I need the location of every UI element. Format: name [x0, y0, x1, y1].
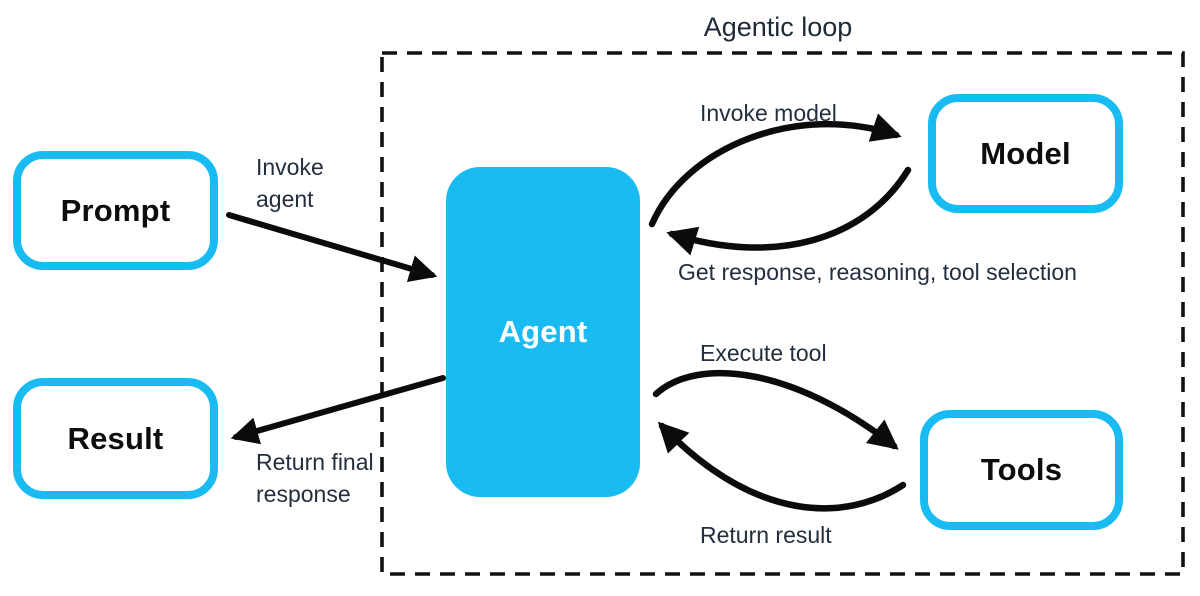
model-node: Model [928, 94, 1123, 213]
execute-tool-label: Execute tool [700, 340, 827, 366]
invoke-agent-label: Invoke agent [256, 154, 324, 213]
invoke-agent-arrow [226, 212, 438, 282]
get-response-arrow [666, 166, 912, 256]
return-final-response-label: Return final response [256, 449, 374, 508]
agentic-loop-boundary [380, 51, 1185, 576]
execute-tool-arrow [652, 369, 899, 450]
return-result-arrow [657, 421, 907, 512]
agent-node-label: Agent [498, 314, 588, 349]
result-node-label: Result [67, 420, 164, 456]
invoke-model-arrow [648, 113, 902, 228]
diagram-title: Agentic loop [703, 12, 853, 42]
tools-node: Tools [920, 410, 1123, 530]
prompt-node-label: Prompt [60, 192, 171, 228]
get-response-label: Get response, reasoning, tool selection [678, 259, 1077, 285]
prompt-node: Prompt [13, 151, 218, 270]
tools-node-label: Tools [980, 452, 1063, 487]
return-result-label: Return result [700, 522, 832, 548]
model-node-label: Model [980, 135, 1071, 171]
result-node: Result [13, 378, 218, 499]
return-final-response-arrow [230, 375, 446, 445]
agent-node: Agent [446, 167, 640, 497]
invoke-model-label: Invoke model [700, 100, 837, 126]
